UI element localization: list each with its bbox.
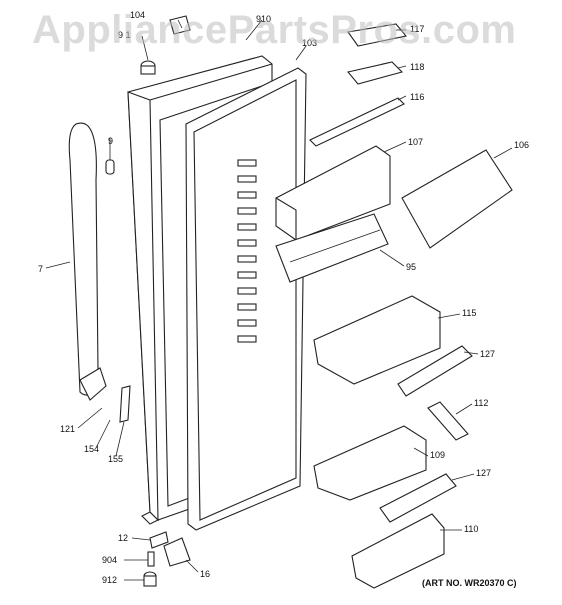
callout-112: 112 — [474, 398, 488, 408]
cover-106 — [401, 149, 513, 249]
callout-154: 154 — [84, 444, 99, 454]
trim-127-lower — [379, 473, 457, 523]
door-liner-ribs — [237, 159, 257, 343]
callout-16: 16 — [200, 569, 210, 579]
callout-910: 910 — [256, 14, 271, 24]
dispenser-cover-117 — [347, 23, 408, 47]
tray-118 — [347, 61, 404, 85]
callout-904: 904 — [102, 555, 117, 565]
rail-116 — [309, 97, 405, 147]
callout-912: 912 — [102, 575, 117, 585]
trim-127-upper — [397, 345, 473, 397]
wire-rack-95 — [275, 213, 389, 283]
bin-107 — [275, 145, 391, 241]
callout-104: 104 — [130, 10, 145, 20]
watermark-text: AppliancePartsPros.com — [32, 8, 517, 52]
callout-155: 155 — [108, 454, 123, 464]
callout-91: 9 1 — [118, 30, 131, 40]
bracket-155 — [119, 385, 131, 423]
hinge-cap-104 — [169, 15, 191, 35]
callout-12: 12 — [118, 533, 128, 543]
bushing-912 — [143, 571, 157, 587]
screw-904 — [147, 551, 155, 567]
callout-118: 118 — [410, 62, 424, 72]
art-number: (ART NO. WR20370 C) — [422, 578, 517, 588]
door-gasket — [185, 67, 307, 531]
callout-117: 117 — [410, 24, 424, 34]
bin-109 — [313, 425, 427, 501]
callout-95: 95 — [406, 262, 416, 272]
clip-112 — [427, 401, 469, 441]
callout-7: 7 — [38, 264, 43, 274]
callout-110: 110 — [464, 524, 478, 534]
callout-127-upper: 127 — [480, 349, 495, 359]
callout-106: 106 — [514, 140, 529, 150]
callout-127-lower: 127 — [476, 468, 491, 478]
callout-115: 115 — [462, 308, 476, 318]
bin-110 — [351, 513, 445, 589]
bin-115 — [313, 295, 441, 385]
callout-121: 121 — [60, 424, 75, 434]
callout-107: 107 — [408, 137, 423, 147]
bracket-16 — [163, 537, 191, 567]
callout-9: 9 — [108, 136, 113, 146]
callout-109: 109 — [430, 450, 445, 460]
callout-116: 116 — [410, 92, 424, 102]
callout-103: 103 — [302, 38, 317, 48]
hinge-12 — [149, 531, 169, 549]
door-handle — [68, 122, 107, 401]
hinge-bushing-91 — [140, 60, 156, 75]
screw-9 — [105, 159, 115, 175]
